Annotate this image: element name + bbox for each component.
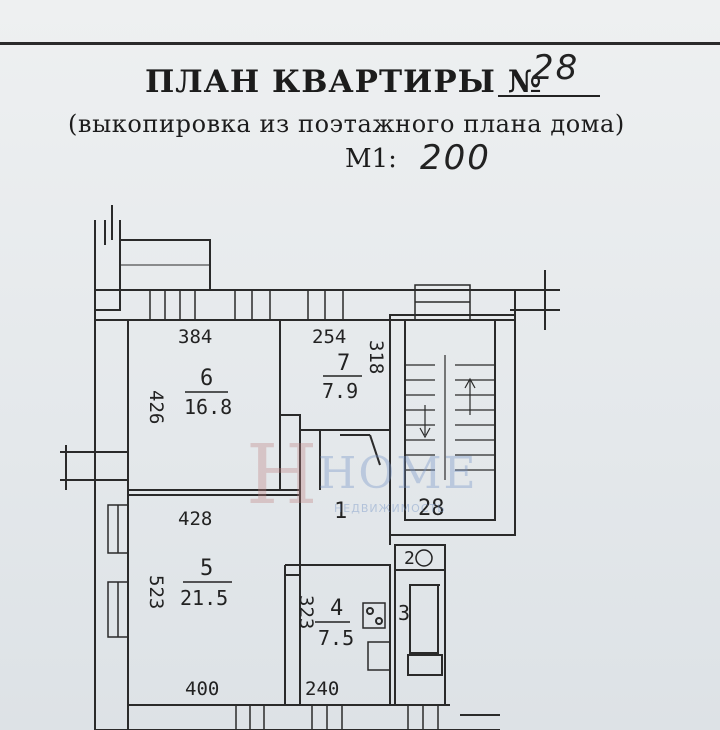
title-row: ПЛАН КВАРТИРЫ № 28 (0, 48, 720, 108)
room-4-depth: 323 (295, 595, 317, 629)
room-6-depth: 426 (145, 390, 167, 424)
room-7-width: 254 (312, 326, 346, 348)
room-4-number: 4 (330, 596, 343, 621)
page-title: ПЛАН КВАРТИРЫ № (145, 64, 543, 100)
plan-walls (60, 205, 560, 730)
room-5-bottom: 400 (185, 678, 219, 700)
room-5-depth: 523 (145, 575, 167, 609)
floor-plan: 384 426 6 16.8 254 318 7 7.9 1 28 428 52… (60, 205, 560, 730)
watermark-subtext: НЕДВИЖИМОСТЬ (334, 502, 446, 515)
scale-value: 200 (420, 138, 491, 178)
scale-label: М1: (345, 144, 397, 174)
room-3-number: 3 (398, 601, 410, 625)
room-7-number: 7 (337, 351, 350, 376)
room-2-number: 2 (404, 548, 415, 569)
top-border-line (0, 42, 720, 45)
apartment-number: 28 (532, 48, 580, 88)
room-4-area: 7.5 (318, 626, 354, 650)
room-5-number: 5 (200, 556, 213, 581)
stair-label: 28 (418, 496, 445, 521)
room-6-area: 16.8 (184, 395, 232, 419)
room-7-depth: 318 (365, 340, 387, 374)
watermark-logo: H (246, 428, 318, 523)
room-5-width: 428 (178, 508, 212, 530)
page-subtitle: (выкопировка из поэтажного плана дома) (68, 110, 625, 138)
room-6-number: 6 (200, 366, 213, 391)
room-5-area: 21.5 (180, 586, 228, 610)
room-1-number: 1 (334, 499, 347, 524)
number-underline (498, 95, 600, 97)
watermark-text: HOME (318, 448, 478, 499)
room-6-width: 384 (178, 326, 212, 348)
room-7-area: 7.9 (322, 379, 358, 403)
room-4-width: 240 (305, 678, 339, 700)
